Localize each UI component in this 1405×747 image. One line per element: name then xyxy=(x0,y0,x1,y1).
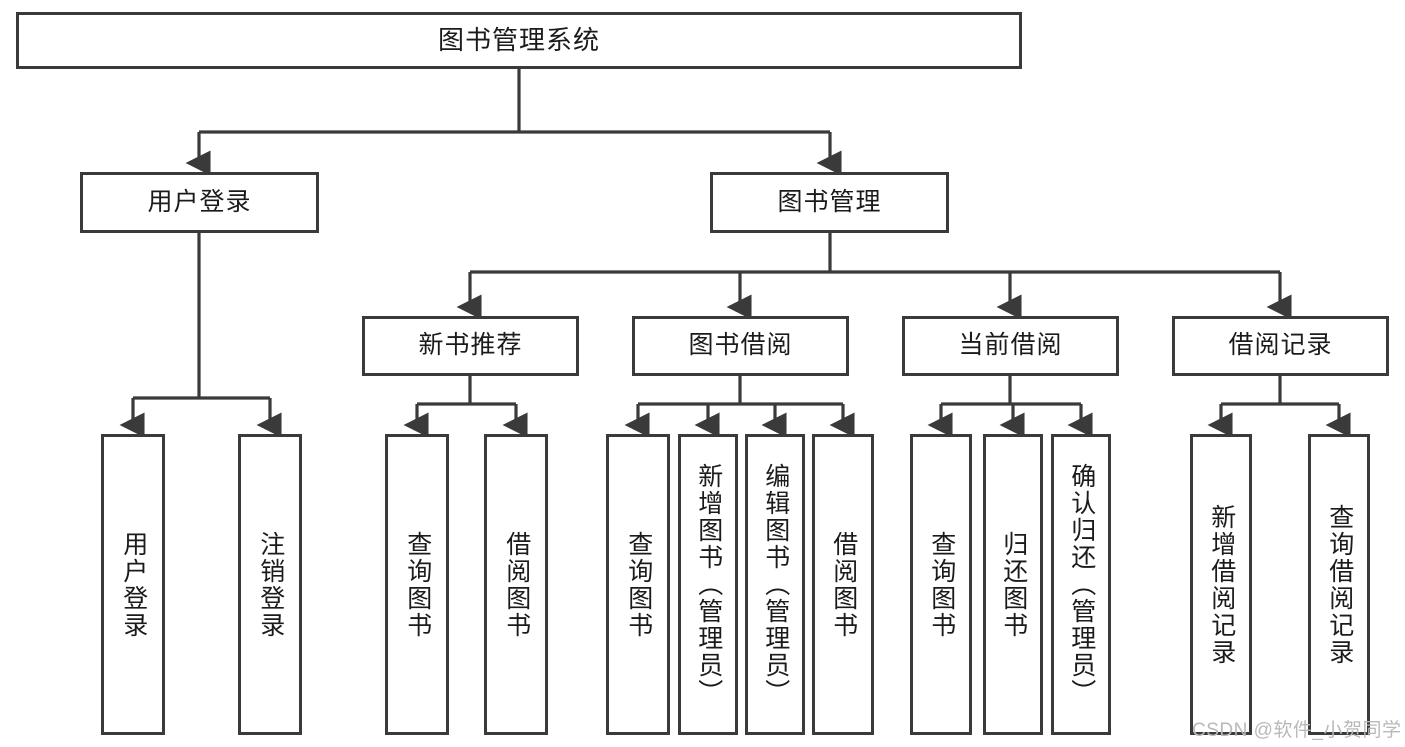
node-level1-1-label: 图书管理 xyxy=(777,187,882,216)
node-leaf-3-label: 借阅图书 xyxy=(502,530,531,639)
node-leaf-8-label: 查询图书 xyxy=(927,530,956,639)
node-leaf-9[interactable]: 归还图书 xyxy=(983,434,1043,735)
node-leaf-10[interactable]: 确认归还（管理员） xyxy=(1051,434,1111,735)
node-leaf-2[interactable]: 查询图书 xyxy=(385,434,449,735)
node-leaf-10-label: 确认归还（管理员） xyxy=(1067,463,1096,706)
node-leaf-11-label: 新增借阅记录 xyxy=(1207,503,1236,666)
node-level2-1[interactable]: 图书借阅 xyxy=(632,316,849,376)
node-leaf-8[interactable]: 查询图书 xyxy=(910,434,972,735)
node-leaf-0-label: 用户登录 xyxy=(119,530,148,639)
node-root[interactable]: 图书管理系统 xyxy=(16,12,1022,69)
csdn-watermark: CSDN @软件_小贺同学 xyxy=(1192,720,1402,741)
node-leaf-1-label: 注销登录 xyxy=(256,530,285,639)
node-level1-1[interactable]: 图书管理 xyxy=(710,172,949,233)
node-leaf-11[interactable]: 新增借阅记录 xyxy=(1190,434,1252,735)
node-leaf-6[interactable]: 编辑图书（管理员） xyxy=(745,434,805,735)
node-level2-1-label: 图书借阅 xyxy=(688,331,793,360)
node-root-label: 图书管理系统 xyxy=(437,25,600,56)
node-level2-2[interactable]: 当前借阅 xyxy=(902,316,1119,376)
node-level2-2-label: 当前借阅 xyxy=(958,331,1063,360)
node-leaf-12-label: 查询借阅记录 xyxy=(1325,503,1354,666)
node-leaf-7-label: 借阅图书 xyxy=(829,530,858,639)
node-level2-0-label: 新书推荐 xyxy=(418,331,523,360)
node-leaf-5-label: 新增图书（管理员） xyxy=(694,463,723,706)
node-leaf-7[interactable]: 借阅图书 xyxy=(812,434,874,735)
node-level2-3-label: 借阅记录 xyxy=(1228,331,1333,360)
node-leaf-3[interactable]: 借阅图书 xyxy=(484,434,548,735)
node-leaf-4-label: 查询图书 xyxy=(624,530,653,639)
node-leaf-12[interactable]: 查询借阅记录 xyxy=(1308,434,1370,735)
node-level2-0[interactable]: 新书推荐 xyxy=(362,316,579,376)
node-leaf-0[interactable]: 用户登录 xyxy=(101,434,165,735)
node-leaf-5[interactable]: 新增图书（管理员） xyxy=(678,434,738,735)
node-leaf-2-label: 查询图书 xyxy=(403,530,432,639)
node-level1-0-label: 用户登录 xyxy=(147,187,252,216)
node-level1-0[interactable]: 用户登录 xyxy=(80,172,319,233)
node-leaf-1[interactable]: 注销登录 xyxy=(238,434,302,735)
node-leaf-6-label: 编辑图书（管理员） xyxy=(761,463,790,706)
node-level2-3[interactable]: 借阅记录 xyxy=(1172,316,1389,376)
node-leaf-9-label: 归还图书 xyxy=(999,530,1028,639)
node-leaf-4[interactable]: 查询图书 xyxy=(606,434,670,735)
